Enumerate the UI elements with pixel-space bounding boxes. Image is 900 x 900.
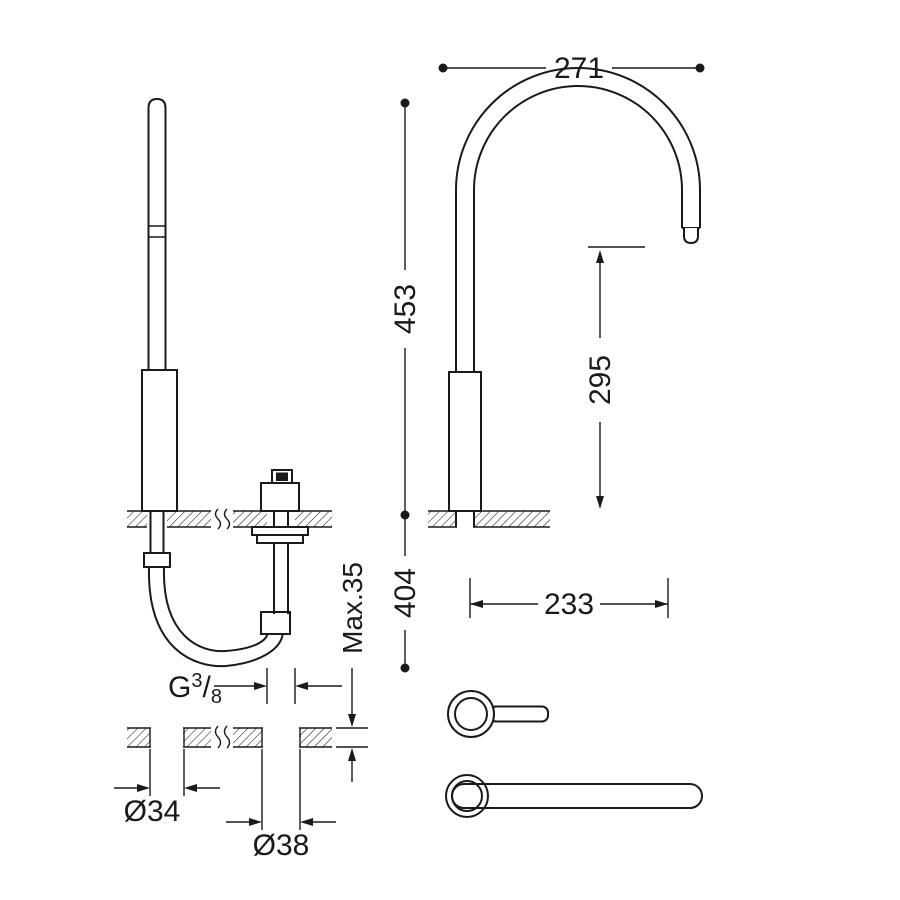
dim-hole-38: Ø38 bbox=[226, 749, 336, 862]
handle-lever bbox=[489, 705, 549, 723]
thread-denominator: 8 bbox=[211, 686, 222, 708]
dimensions: 271 453 404 295 bbox=[114, 52, 705, 862]
thread-numerator: 3 bbox=[191, 670, 202, 692]
dim-label-o38: Ø38 bbox=[253, 829, 310, 862]
handle-lever-long bbox=[451, 783, 703, 809]
control-side bbox=[251, 469, 309, 544]
arrowhead-down bbox=[596, 496, 604, 509]
arrowhead-up bbox=[596, 250, 604, 263]
arrowhead-left bbox=[300, 818, 313, 826]
break-squiggle bbox=[214, 725, 222, 749]
handle-ring-inner bbox=[454, 697, 488, 731]
handle-flange-outer bbox=[445, 774, 489, 818]
handle-side-view bbox=[445, 774, 703, 818]
arrowhead-right bbox=[655, 600, 668, 608]
arrowhead-left bbox=[295, 682, 308, 690]
dim-label-453: 453 bbox=[389, 284, 422, 334]
arrowhead-down bbox=[348, 714, 356, 727]
faucet-body bbox=[448, 371, 482, 512]
flexible-hose bbox=[147, 566, 284, 668]
dim-label-o34: Ø34 bbox=[124, 795, 181, 828]
break-squiggle bbox=[223, 725, 231, 749]
break-gap bbox=[211, 508, 233, 530]
handle-views bbox=[445, 690, 703, 818]
arrowhead-up bbox=[348, 748, 356, 761]
dim-hole-34: Ø34 bbox=[114, 749, 220, 828]
side-view bbox=[127, 97, 332, 750]
dim-label-404: 404 bbox=[389, 568, 422, 618]
break-squiggle bbox=[223, 508, 231, 530]
dim-295: 295 bbox=[584, 246, 645, 509]
mounting-washer bbox=[251, 526, 309, 536]
arrowhead-right bbox=[137, 784, 150, 792]
control-body bbox=[260, 482, 300, 512]
spout-body bbox=[141, 369, 178, 512]
thread-label: G3/8 bbox=[168, 670, 222, 708]
front-view bbox=[428, 67, 701, 528]
deck-top-section bbox=[127, 508, 332, 530]
arrowhead-left bbox=[184, 784, 197, 792]
thread-slash: / bbox=[202, 671, 211, 704]
dim-label-max35: Max.35 bbox=[337, 562, 368, 654]
deck-bottom-section bbox=[127, 725, 332, 750]
dim-label-295: 295 bbox=[584, 355, 617, 405]
flexible-hose bbox=[162, 566, 269, 653]
spout-tube bbox=[147, 97, 167, 370]
spout-front bbox=[448, 67, 701, 512]
gooseneck-inner-arc bbox=[473, 85, 683, 191]
break-gap bbox=[211, 725, 233, 750]
deck-front-section bbox=[428, 510, 550, 528]
dim-453-404: 453 404 bbox=[389, 98, 422, 673]
control-knob-cap bbox=[276, 472, 288, 481]
deck-hatch bbox=[428, 511, 550, 527]
spout-outlet-tip bbox=[683, 228, 699, 245]
arrowhead-left bbox=[470, 600, 483, 608]
shank-nut bbox=[143, 552, 171, 568]
dim-thread: G3/8 bbox=[168, 668, 342, 708]
mounting-nut bbox=[256, 534, 304, 544]
dim-271: 271 bbox=[438, 52, 705, 85]
dim-233: 233 bbox=[469, 578, 669, 621]
arrowhead-right bbox=[254, 682, 267, 690]
dim-label-271: 271 bbox=[554, 52, 604, 85]
spout-side bbox=[141, 97, 178, 512]
hose-fitting bbox=[260, 611, 291, 635]
gooseneck-outer-arc bbox=[455, 67, 701, 191]
dim-label-233: 233 bbox=[544, 588, 594, 621]
break-squiggle bbox=[214, 508, 222, 530]
arrowhead-right bbox=[249, 818, 262, 826]
handle-flange-inner bbox=[451, 780, 483, 812]
dim-max35: Max.35 bbox=[336, 562, 368, 782]
handle-top-view bbox=[447, 690, 549, 738]
thread-prefix: G bbox=[168, 671, 191, 704]
